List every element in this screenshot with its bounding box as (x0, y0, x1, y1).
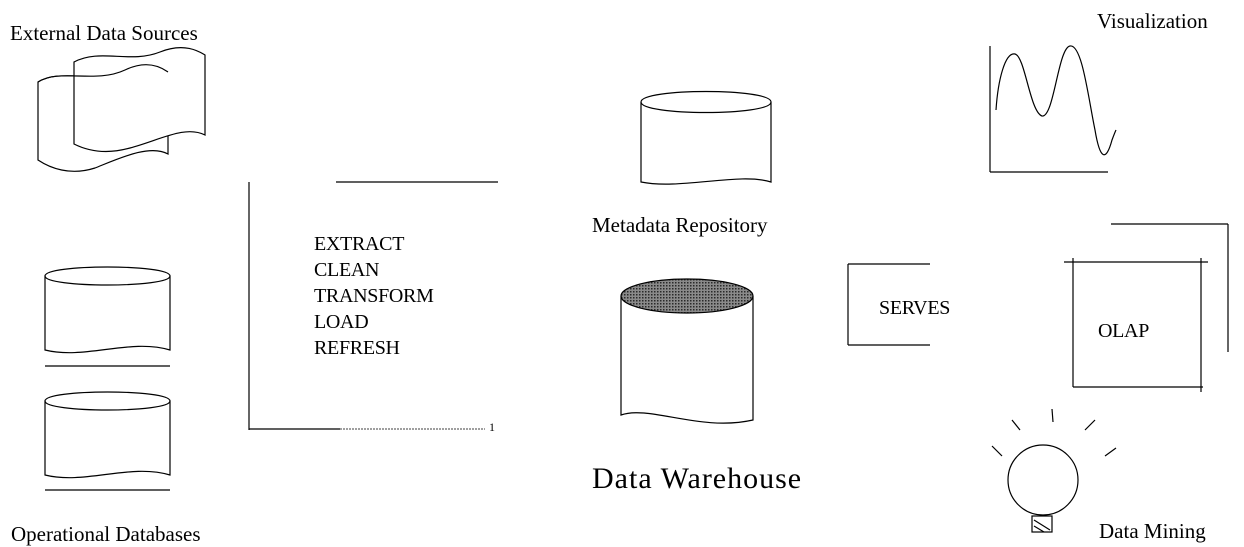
etl-step-load: LOAD (314, 311, 369, 333)
metadata-repository-label: Metadata Repository (592, 213, 768, 237)
serves-bracket (847, 263, 930, 346)
etl-step-extract: EXTRACT (314, 233, 405, 255)
etl-end-mark: 1 (489, 420, 495, 434)
line-chart-icon (989, 45, 1117, 173)
etl-step-transform: TRANSFORM (314, 285, 434, 307)
etl-step-clean: CLEAN (314, 259, 380, 281)
cube-icon (1064, 223, 1229, 392)
documents-icon (37, 47, 206, 172)
database-icon (640, 90, 772, 185)
olap-label: OLAP (1098, 320, 1150, 342)
lightbulb-icon (991, 408, 1117, 533)
etl-step-refresh: REFRESH (314, 337, 400, 359)
serves-label: SERVES (879, 297, 951, 319)
warehouse-icon (620, 278, 754, 424)
database-icon (44, 266, 171, 367)
external-data-sources-label: External Data Sources (10, 21, 198, 45)
data-mining-label: Data Mining (1099, 519, 1206, 543)
operational-databases-label: Operational Databases (11, 522, 201, 546)
etl-bracket (248, 181, 498, 430)
visualization-label: Visualization (1097, 9, 1208, 33)
database-icon (44, 391, 171, 491)
data-warehouse-label: Data Warehouse (592, 462, 803, 495)
